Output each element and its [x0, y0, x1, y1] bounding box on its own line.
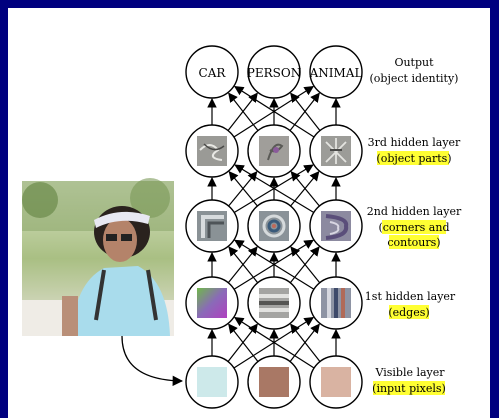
hidden1-subtitle: (edges) — [388, 306, 429, 319]
hidden1-title: 1st hidden layer — [365, 290, 456, 303]
output-title: Output — [394, 56, 434, 69]
output-label-person: PERSON — [247, 66, 301, 80]
connection-arrow — [290, 246, 321, 284]
hidden2-highlight-1 — [382, 220, 446, 234]
feature-tile-h2-3 — [321, 211, 351, 241]
feature-tile-h3-2 — [259, 136, 289, 166]
input-photo — [22, 178, 174, 336]
hidden2-subtitle-line1: (corners and — [378, 221, 449, 234]
output-node-animal — [309, 45, 363, 99]
feature-tile-h2-2 — [259, 211, 289, 241]
connection-arrow — [290, 323, 321, 362]
hidden1-highlight — [389, 305, 429, 319]
input-pixel-1 — [197, 367, 227, 397]
connection-arrow — [233, 85, 315, 138]
hidden3-subtitle: (object parts) — [376, 152, 451, 165]
feature-tile-h2-1 — [197, 211, 227, 241]
feature-tile-h3-3 — [321, 136, 351, 166]
output-node-person — [247, 45, 301, 99]
input-pixel-3 — [321, 367, 351, 397]
visible-title: Visible layer — [374, 366, 445, 379]
connection-arrow — [233, 316, 315, 369]
connection-arrow — [228, 323, 259, 362]
feature-tile-h1-1 — [197, 288, 227, 318]
connection-arrow — [228, 171, 258, 207]
feature-tile-h1-3 — [321, 288, 351, 318]
connection-arrows — [207, 85, 341, 369]
connection-arrow — [234, 239, 315, 290]
feature-tile-h1-2 — [259, 288, 289, 318]
hidden2-title: 2nd hidden layer — [367, 205, 462, 218]
connection-arrow — [234, 164, 315, 214]
hidden2-subtitle-line2: contours) — [387, 236, 440, 249]
hidden2-highlight-2 — [389, 235, 439, 249]
photo-to-input-arrow — [121, 335, 184, 387]
output-label-car: CAR — [199, 66, 227, 80]
connection-arrow — [290, 92, 321, 131]
connection-arrow — [290, 171, 320, 207]
input-pixel-2 — [259, 367, 289, 397]
output-label-animal: ANIMAL — [309, 66, 363, 80]
connection-arrow — [228, 246, 259, 284]
output-subtitle: (object identity) — [370, 72, 459, 85]
connection-arrow — [228, 92, 259, 131]
hidden3-highlight — [377, 151, 449, 165]
visible-subtitle: (input pixels) — [372, 382, 446, 395]
output-node-car — [185, 45, 239, 99]
visible-highlight — [373, 381, 445, 395]
feature-tile-h3-1 — [197, 136, 227, 166]
layer-labels: Output (object identity) 3rd hidden laye… — [365, 56, 462, 395]
hidden3-title: 3rd hidden layer — [368, 136, 461, 149]
